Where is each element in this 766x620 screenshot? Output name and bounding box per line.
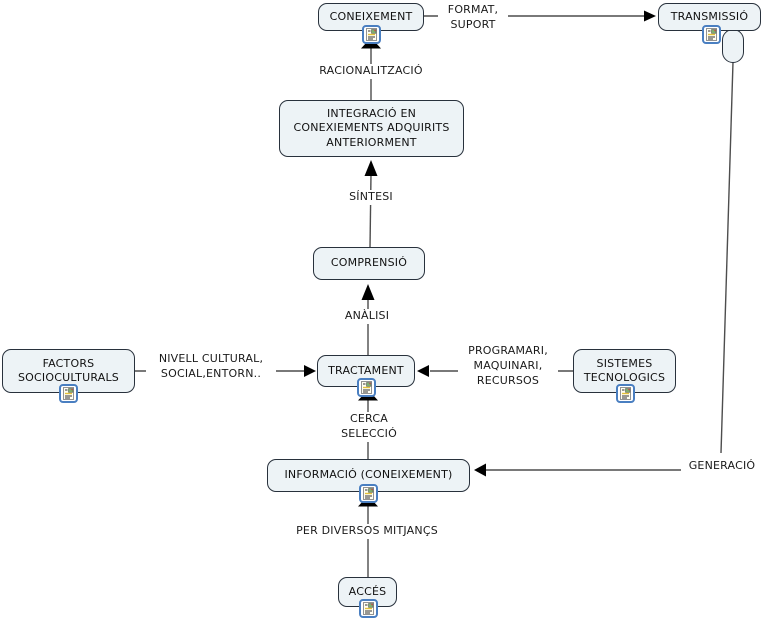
resource-icon-transmissio[interactable] [702, 25, 721, 44]
link-label-analisi[interactable]: ANÀLISI [335, 309, 399, 324]
edge-transmissio-generacio [720, 61, 734, 454]
node-comprensio[interactable]: COMPRENSIÓ [313, 247, 425, 280]
arrowhead-into-informacio-right [474, 463, 486, 477]
arrowhead-into-tractament-right [417, 365, 429, 377]
arrowhead-into-coneixement [361, 42, 381, 49]
edge-comprensio-integracio [369, 173, 372, 249]
link-label-per-diversos-mitjancs[interactable]: PER DIVERSOS MITJANÇS [286, 524, 448, 539]
node-integracio[interactable]: INTEGRACIÓ EN CONEXIEMENTS ADQUIRITS ANT… [279, 100, 464, 157]
link-label-nivell-cultural[interactable]: NIVELL CULTURAL, SOCIAL,ENTORN.. [146, 352, 276, 382]
link-label-sintesi[interactable]: SÍNTESI [338, 190, 404, 205]
link-label-racionalitzacio[interactable]: RACIONALITZACIÓ [308, 64, 434, 79]
arrowhead-into-tractament-left [304, 365, 316, 377]
resource-icon-sistemes[interactable] [616, 384, 635, 403]
link-label-programari[interactable]: PROGRAMARI, MAQUINARI, RECURSOS [458, 344, 558, 389]
link-label-format-suport[interactable]: FORMAT, SUPORT [438, 3, 508, 33]
node-tractament[interactable]: TRACTAMENT [317, 355, 415, 387]
arrowhead-into-comprensio [361, 284, 375, 300]
resource-icon-informacio[interactable] [359, 484, 378, 503]
link-label-generacio[interactable]: GENERACIÓ [681, 459, 763, 474]
resource-icon-tractament[interactable] [357, 378, 376, 397]
transmissio-child-handle[interactable] [722, 29, 744, 63]
resource-icon-acces[interactable] [359, 599, 378, 618]
resource-icon-coneixement[interactable] [362, 25, 381, 44]
resource-icon-factors[interactable] [59, 384, 78, 403]
arrowhead-into-integracio [364, 160, 378, 176]
link-label-cerca-seleccio[interactable]: CERCA SELECCIÓ [332, 412, 406, 442]
arrowhead-into-transmissio [644, 10, 656, 22]
